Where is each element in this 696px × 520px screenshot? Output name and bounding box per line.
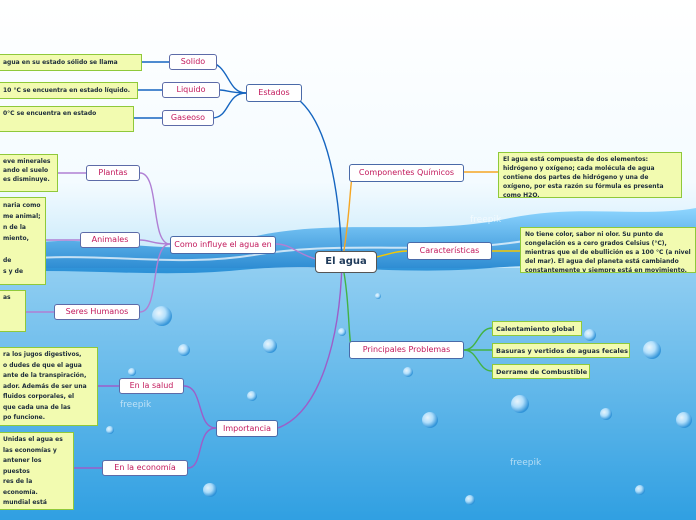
note-componentes-quimicos: El agua está compuesta de dos elementos:… [498, 152, 682, 198]
note-seres-humanos: as [0, 290, 26, 332]
note-plantas: eve minerales ando el suelo es disminuye… [0, 154, 58, 192]
problem-calentamiento-global[interactable]: Calentamiento global [492, 321, 582, 336]
watermark: freepik [120, 400, 152, 410]
branch-estados[interactable]: Estados [246, 84, 302, 102]
branch-plantas[interactable]: Plantas [86, 165, 140, 181]
branch-importancia[interactable]: Importancia [216, 420, 278, 437]
branch-liquido[interactable]: Liquido [162, 82, 220, 98]
branch-en-la-economia[interactable]: En la economía [102, 460, 188, 476]
branch-como-influye[interactable]: Como influye el agua en [170, 236, 276, 254]
note-gaseoso: 0°C se encuentra en estado [0, 106, 134, 132]
branch-seres-humanos[interactable]: Seres Humanos [54, 304, 140, 320]
watermark: freepik [510, 458, 542, 468]
branch-animales[interactable]: Animales [80, 232, 140, 248]
branch-solido[interactable]: Solido [169, 54, 217, 70]
note-salud: ra los jugos digestivos, o dudes de que … [0, 347, 98, 426]
branch-en-la-salud[interactable]: En la salud [119, 378, 184, 394]
central-topic[interactable]: El agua [315, 251, 377, 273]
branch-principales-problemas[interactable]: Principales Problemas [349, 341, 464, 359]
note-animales: naria como me animal; n de la miento, de… [0, 197, 46, 285]
branch-gaseoso[interactable]: Gaseoso [162, 110, 214, 126]
note-liquido: 10 °C se encuentra en estado líquido. [0, 82, 138, 99]
branch-caracteristicas[interactable]: Características [407, 242, 492, 260]
note-economia: Unidas el agua es las economías y antene… [0, 432, 74, 510]
note-solido: agua en su estado sólido se llama hielo. [0, 54, 142, 71]
note-caracteristicas: No tiene color, sabor ni olor. Su punto … [520, 227, 696, 273]
problem-basuras-vertidos[interactable]: Basuras y vertidos de aguas fecales [492, 343, 630, 358]
branch-componentes-quimicos[interactable]: Componentes Químicos [349, 164, 464, 182]
problem-derrame-combustible[interactable]: Derrame de Combustible [492, 364, 590, 379]
watermark: freepik [470, 215, 502, 225]
